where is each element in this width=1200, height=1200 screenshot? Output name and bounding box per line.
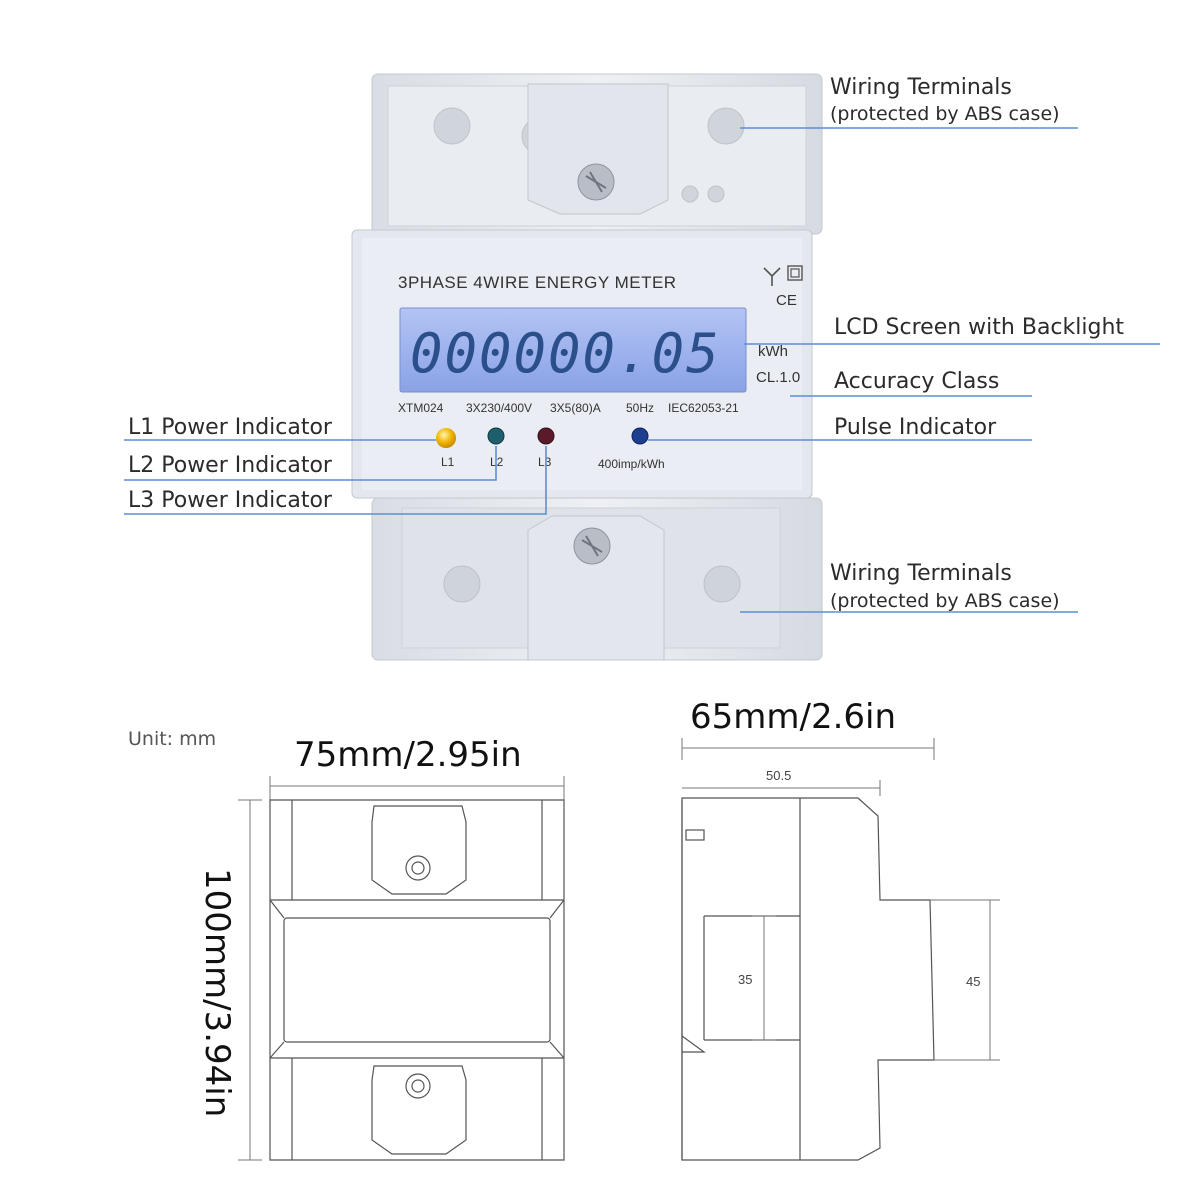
- rail-outer-dimension: 45: [966, 974, 980, 989]
- l3-led: [537, 427, 555, 445]
- unit-note: Unit: mm: [128, 728, 216, 750]
- frequency-rating: 50Hz: [626, 401, 654, 415]
- height-dimension: 100mm/3.94in: [197, 868, 237, 1117]
- l1-callout: L1 Power Indicator: [128, 415, 333, 440]
- ce-mark: CE: [776, 292, 797, 309]
- callouts: Wiring Terminals (protected by ABS case)…: [128, 75, 1124, 612]
- top-terminals-callout-sub: (protected by ABS case): [830, 103, 1060, 125]
- bottom-center-tab: [527, 515, 665, 661]
- kwh-unit: kWh: [758, 343, 788, 360]
- bottom-terminals-callout: Wiring Terminals: [830, 561, 1012, 586]
- lcd-callout: LCD Screen with Backlight: [834, 315, 1124, 340]
- standard-label: IEC62053-21: [668, 401, 739, 415]
- voltage-rating: 3X230/400V: [466, 401, 532, 415]
- l1-label: L1: [441, 455, 455, 469]
- pulse-callout: Pulse Indicator: [834, 415, 997, 440]
- l2-label: L2: [490, 455, 504, 469]
- top-center-tab: [527, 83, 669, 215]
- front-view-drawing: Unit: mm 75mm/2.95in 100mm/3.94in: [128, 728, 565, 1161]
- model-number: XTM024: [398, 401, 444, 415]
- star-symbol-icon: [763, 267, 781, 286]
- double-insulation-icon: [787, 265, 803, 281]
- lcd-reading: 000000.05: [410, 322, 721, 385]
- pulse-rate-label: 400imp/kWh: [598, 457, 665, 471]
- energy-meter: 3PHASE 4WIRE ENERGY METER CE 000000.05 k…: [351, 73, 823, 661]
- inner-depth-dimension: 50.5: [766, 768, 791, 783]
- width-dimension: 75mm/2.95in: [294, 735, 522, 775]
- side-view-drawing: 65mm/2.6in 50.5 35 45: [681, 697, 1000, 1161]
- current-rating: 3X5(80)A: [550, 401, 601, 415]
- top-terminals-callout: Wiring Terminals: [830, 75, 1012, 100]
- bottom-terminals-callout-sub: (protected by ABS case): [830, 590, 1060, 612]
- accuracy-callout: Accuracy Class: [834, 369, 999, 394]
- pulse-led: [631, 427, 649, 445]
- l1-led: [436, 428, 456, 448]
- l2-callout: L2 Power Indicator: [128, 453, 333, 478]
- callout-leaders: [124, 127, 1160, 613]
- l2-led: [487, 427, 505, 445]
- rail-inner-dimension: 35: [738, 972, 752, 987]
- l3-label: L3: [538, 455, 552, 469]
- depth-dimension: 65mm/2.6in: [690, 697, 896, 737]
- meter-title: 3PHASE 4WIRE ENERGY METER: [398, 273, 677, 292]
- accuracy-class-label: CL.1.0: [756, 369, 800, 386]
- l3-callout: L3 Power Indicator: [128, 488, 333, 513]
- lcd-screen: [399, 307, 747, 393]
